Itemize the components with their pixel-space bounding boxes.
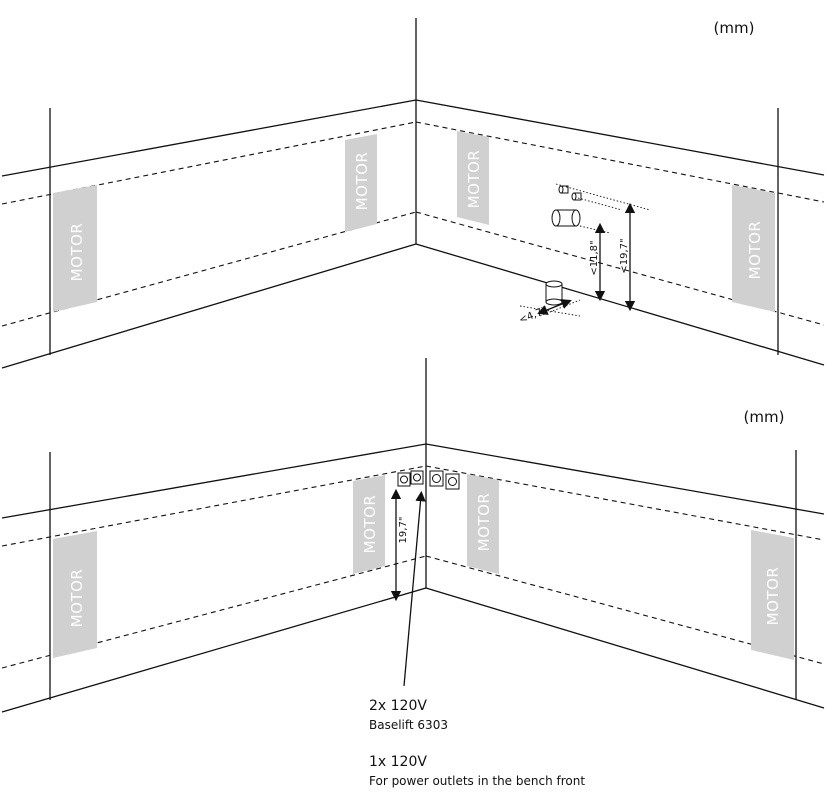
top-right-floor-edge bbox=[415, 243, 825, 366]
top-left-floor-edge bbox=[1, 243, 417, 369]
top-floor-cylinder bbox=[545, 280, 563, 306]
bottom-outlets-right bbox=[429, 470, 460, 490]
bottom-motor-4: MOTOR bbox=[751, 530, 794, 660]
bottom-leader-arrow bbox=[403, 490, 426, 687]
motor-label: MOTOR bbox=[465, 150, 483, 209]
bottom-outlets-left bbox=[397, 470, 424, 487]
top-cylinder-connector bbox=[551, 209, 581, 227]
top-dim-label-horizontal: <4,7" bbox=[518, 305, 549, 326]
top-motor-1: MOTOR bbox=[53, 185, 97, 312]
bottom-right-upper-edge bbox=[425, 443, 825, 515]
bottom-left-upper-edge bbox=[1, 443, 427, 519]
top-dim-label-short: <11,8" bbox=[589, 240, 600, 275]
top-dim-arrow-horizontal bbox=[537, 299, 572, 315]
bottom-motor-1: MOTOR bbox=[53, 531, 97, 658]
motor-label: MOTOR bbox=[746, 221, 764, 280]
bottom-right-dash-1 bbox=[425, 465, 825, 541]
top-left-upper-edge bbox=[1, 99, 417, 177]
top-dot-ext-1 bbox=[555, 183, 651, 211]
top-motor-2: MOTOR bbox=[345, 134, 377, 232]
top-right-upper-edge bbox=[415, 99, 825, 176]
bottom-motor-3: MOTOR bbox=[467, 474, 499, 574]
motor-label: MOTOR bbox=[353, 152, 371, 211]
top-dim-label-tall: <19,7" bbox=[619, 238, 630, 273]
bottom-right-floor-edge bbox=[425, 587, 825, 709]
top-motor-4: MOTOR bbox=[732, 185, 775, 312]
note-2-title: 1x 120V bbox=[369, 754, 427, 770]
bottom-diagram: MOTOR MOTOR MOTOR MOTOR 19,7" bbox=[1, 358, 825, 788]
motor-label: MOTOR bbox=[68, 223, 86, 282]
top-small-connector bbox=[558, 185, 582, 201]
top-motor-3: MOTOR bbox=[457, 131, 489, 225]
motor-label: MOTOR bbox=[764, 567, 782, 626]
top-unit-label: (mm) bbox=[714, 19, 755, 37]
top-left-dash-1 bbox=[1, 121, 417, 205]
note-2-subtitle: For power outlets in the bench front bbox=[369, 774, 585, 788]
motor-label: MOTOR bbox=[475, 493, 493, 552]
bottom-dim-label: 19,7" bbox=[398, 517, 409, 544]
bottom-unit-label: (mm) bbox=[744, 408, 785, 426]
top-right-dash-1 bbox=[415, 121, 825, 203]
motor-label: MOTOR bbox=[361, 495, 379, 554]
bottom-motor-2: MOTOR bbox=[353, 475, 385, 574]
top-dot-ext-3 bbox=[579, 225, 611, 234]
motor-label: MOTOR bbox=[68, 569, 86, 628]
note-1-subtitle: Baselift 6303 bbox=[369, 718, 448, 732]
note-1-title: 2x 120V bbox=[369, 698, 427, 714]
top-diagram: MOTOR MOTOR MOTOR MOTOR bbox=[1, 18, 825, 369]
bottom-left-floor-edge bbox=[1, 587, 427, 713]
top-dot-ext-2 bbox=[577, 197, 623, 211]
